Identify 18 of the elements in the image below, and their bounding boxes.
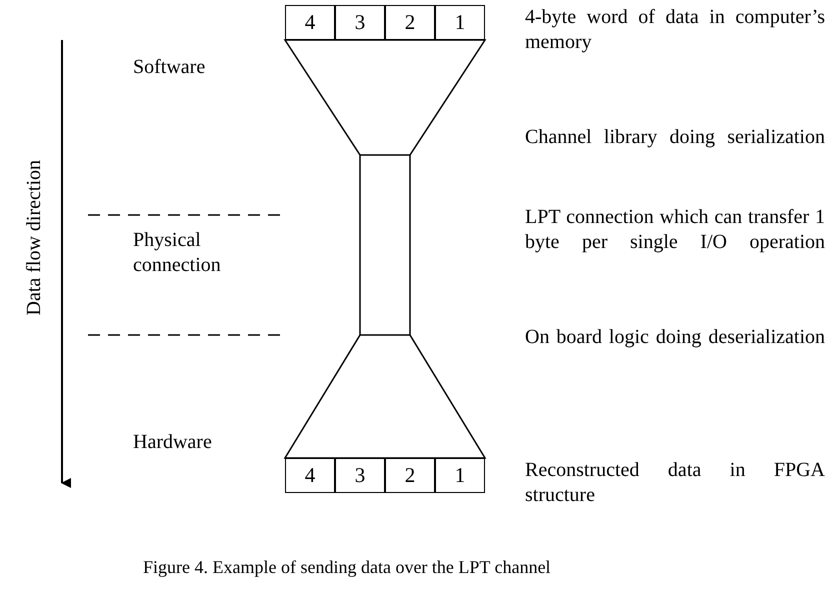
digit-cell: 3 (335, 5, 385, 40)
digit-cell: 4 (285, 458, 335, 493)
digit-cell: 4 (285, 5, 335, 40)
digit-cell: 2 (385, 5, 435, 40)
layer-label: Hardware (133, 430, 213, 455)
description-text: 4-byte word of data in computer’s memory (525, 5, 825, 55)
digit-cell: 1 (435, 5, 485, 40)
digit-cell: 1 (435, 458, 485, 493)
digit-cell: 3 (335, 458, 385, 493)
figure-caption: Figure 4. Example of sending data over the LPT channel (143, 556, 551, 579)
layer-label: Physical connection (133, 228, 222, 278)
description-text: On board logic doing deserialization (525, 325, 825, 350)
digit-cell: 2 (385, 458, 435, 493)
description-text: Reconstructed data in FPGA structure (525, 458, 825, 508)
layer-label: Software (133, 55, 206, 80)
description-text: LPT connection which can transfer 1 byte per single I/O operation (525, 205, 825, 255)
description-text: Channel library doing serialization (525, 125, 825, 150)
axis-label: Data flow direction (22, 160, 46, 316)
